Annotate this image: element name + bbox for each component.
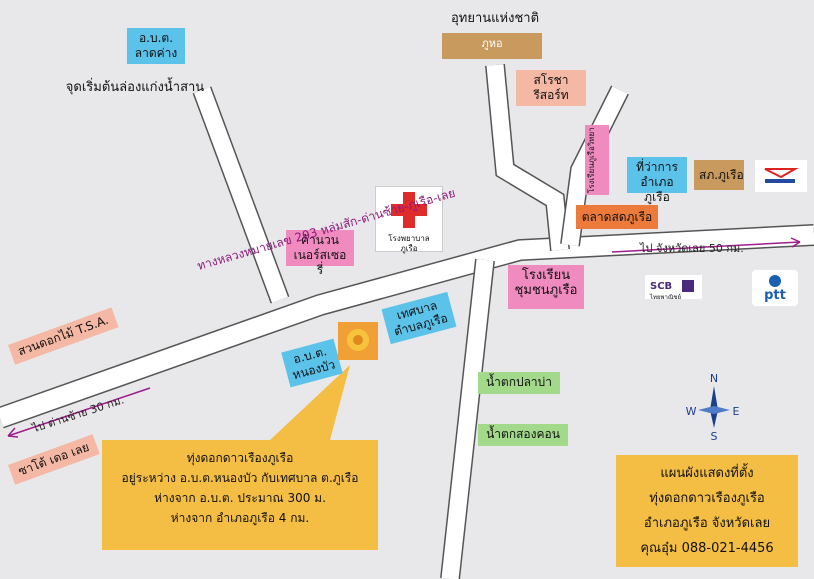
- callout-line-4: ห่างจาก อำเภอภูเรือ 4 กม.: [170, 511, 310, 525]
- rafting-start-label: จุดเริ่มต้นล่องแก่งน้ำสาน: [65, 80, 205, 95]
- scb-logo: SCB ไทยพาณิชย์: [645, 275, 702, 301]
- obt-lat-khang-label: อ.บ.ต. ลาดค่าง: [127, 28, 185, 64]
- scb-subtext: ไทยพาณิชย์: [650, 294, 681, 301]
- ptt-text: ptt: [764, 288, 786, 303]
- ptt-logo: ptt: [752, 270, 798, 306]
- callout-line-2: อยู่ระหว่าง อ.บ.ต.หนองบัว กับเทศบาล ต.ภู…: [121, 471, 359, 485]
- marigold-field-callout: ทุ่งดอกดาวเรืองภูเรือ อยู่ระหว่าง อ.บ.ต.…: [102, 440, 378, 550]
- thai-post-icon: [764, 168, 799, 183]
- compass-south: S: [711, 430, 718, 442]
- resort-label: สโรชารีสอร์ท: [516, 70, 586, 106]
- police-station-label: สภ.ภูเรือ: [694, 160, 744, 190]
- compass-east: E: [733, 405, 740, 418]
- compass-rose: N S W E: [686, 372, 740, 442]
- scb-text: SCB: [650, 281, 673, 292]
- arrow-to-loei: [611, 241, 801, 253]
- marigold-flower-icon: [347, 329, 369, 351]
- info-line-3: อำเภอภูเรือ จังหวัดเลย: [643, 516, 771, 531]
- info-line-2: ทุ่งดอกดาวเรืองภูเรือ: [649, 491, 765, 506]
- hospital-label: โรงพยาบาลภูเรือ: [375, 186, 443, 253]
- scb-icon: [682, 279, 694, 292]
- district-office-label: ที่ว่าการ อำเภอภูเรือ: [627, 157, 687, 204]
- arrow-to-dansai: [7, 387, 151, 437]
- waterfall-song-khon-label: น้ำตกสองคอน: [478, 424, 568, 446]
- marigold-photo: [338, 322, 378, 360]
- thai-post-logo: [755, 160, 807, 192]
- info-line-4: คุณอุ๋ม 088-021-4456: [640, 541, 774, 556]
- nursery-label: ค้านวน เนอร์สเซอรี่: [286, 230, 354, 277]
- callout-line-3: ห่างจาก อ.บ.ต. ประมาณ 300 ม.: [154, 491, 326, 505]
- waterfall-pla-ba-label: น้ำตกปลาบ่า: [478, 372, 560, 394]
- compass-north: N: [710, 372, 718, 385]
- national-park-sign: ภูหอ: [442, 33, 542, 59]
- to-loei-label: ไป จังหวัดเลย 50 กม.: [640, 242, 744, 255]
- school-label: โรงเรียนภูเรือวิทยา: [585, 125, 609, 195]
- callout-line-1: ทุ่งดอกดาวเรืองภูเรือ: [186, 451, 294, 465]
- community-school-label: โรงเรียน ชุมชนภูเรือ: [508, 265, 584, 309]
- national-park-label: อุทยานแห่งชาติ: [450, 11, 540, 26]
- callout-pointer: [270, 365, 350, 440]
- fresh-market-label: ตลาดสดภูเรือ: [576, 205, 658, 229]
- info-line-1: แผนผังแสดงที่ตั้ง: [660, 466, 754, 481]
- red-cross-icon: [391, 192, 427, 228]
- map-info-box: แผนผังแสดงที่ตั้ง ทุ่งดอกดาวเรืองภูเรือ …: [616, 455, 798, 567]
- hospital-text: โรงพยาบาลภูเรือ: [388, 234, 430, 253]
- ptt-flame-icon: [769, 274, 781, 287]
- compass-west: W: [686, 405, 697, 418]
